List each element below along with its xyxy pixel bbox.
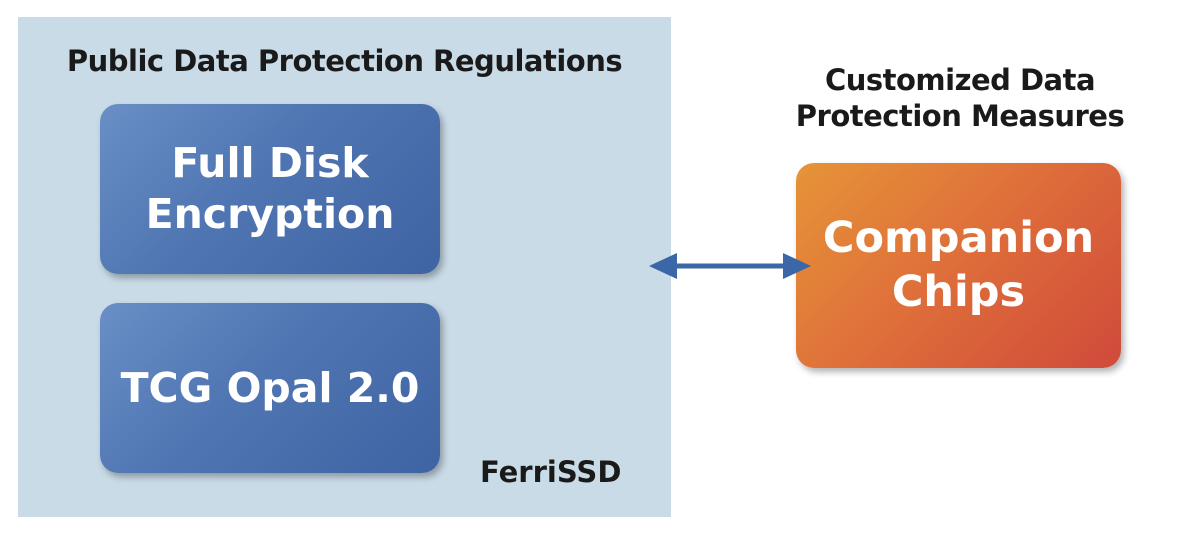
- box-label-line: Encryption: [145, 190, 395, 238]
- panel-title: Public Data Protection Regulations: [66, 44, 623, 78]
- box-label-line: Companion: [822, 212, 1095, 263]
- title-line: Protection Measures: [795, 99, 1125, 134]
- title-line: Customized Data: [824, 63, 1096, 97]
- ferrissd-label: FerriSSD: [480, 455, 622, 489]
- box-label-line: Full Disk: [171, 138, 369, 187]
- bidirectional-arrow-icon: [649, 253, 811, 279]
- box-label-line: Chips: [891, 266, 1026, 317]
- tcg-opal-box: TCG Opal 2.0: [100, 303, 440, 473]
- tcg-opal-label: TCG Opal 2.0: [120, 364, 420, 412]
- companion-chips-label: Companion Chips: [823, 212, 1094, 320]
- full-disk-encryption-label: Full Disk Encryption: [146, 138, 395, 241]
- customized-measures-title: Customized Data Protection Measures: [760, 62, 1160, 135]
- companion-chips-box: Companion Chips: [796, 163, 1121, 368]
- full-disk-encryption-box: Full Disk Encryption: [100, 104, 440, 274]
